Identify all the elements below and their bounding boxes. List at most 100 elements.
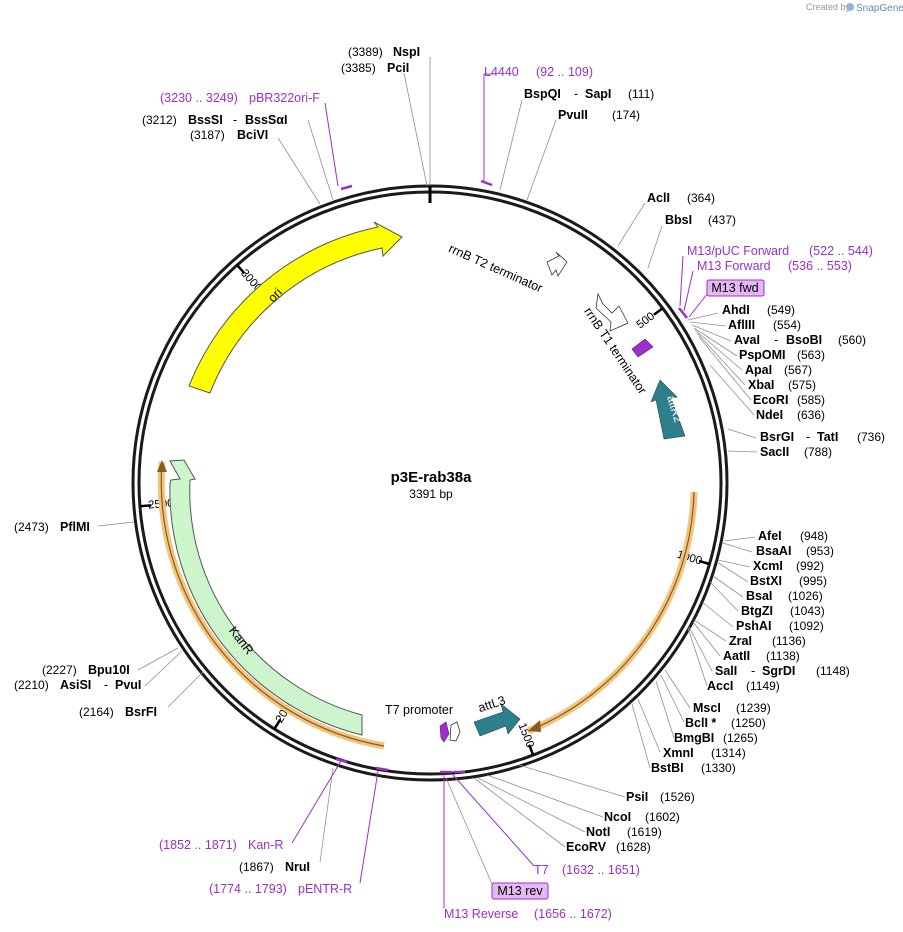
kanr-feature[interactable] xyxy=(169,459,363,736)
enzyme-aatii[interactable]: AatII xyxy=(723,649,750,663)
primer-t7[interactable]: T7 xyxy=(534,863,549,877)
plasmid-length: 3391 bp xyxy=(409,487,453,501)
enzyme-pos: (549) xyxy=(767,303,795,317)
enzyme-ecori[interactable]: EcoRI xyxy=(753,393,788,407)
enzyme-bmgbi[interactable]: BmgBI xyxy=(674,731,714,745)
enzyme-xcmi[interactable]: XcmI xyxy=(753,559,783,573)
enzyme-nrui[interactable]: NruI xyxy=(285,860,310,874)
enzyme-acli[interactable]: AclI xyxy=(647,191,670,205)
enzyme-pos: (1628) xyxy=(616,840,651,854)
primer-m13-puc-forward[interactable]: M13/pUC Forward xyxy=(687,244,789,258)
enzyme-ahdi[interactable]: AhdI xyxy=(722,303,750,317)
primer-m13-rev: M13 rev xyxy=(497,884,543,898)
primer-range: (522 .. 544) xyxy=(809,244,873,258)
primer-pbr322ori-f[interactable]: pBR322ori-F xyxy=(249,91,320,105)
enzyme-pos: (554) xyxy=(773,318,801,332)
enzyme-pos: (1026) xyxy=(788,589,823,603)
t7-promoter-feature[interactable] xyxy=(449,721,461,742)
credit-prefix: Created by xyxy=(806,2,851,12)
scale-tick xyxy=(273,718,282,730)
enzyme-btgzi[interactable]: BtgZI xyxy=(741,604,773,618)
enzyme-pvuii[interactable]: PvuII xyxy=(558,108,588,122)
enzyme-sali[interactable]: SalI xyxy=(715,664,737,678)
scale-tick xyxy=(653,307,664,316)
rrnb-t1-feature[interactable] xyxy=(595,292,629,332)
enzyme-pflmi[interactable]: PflMI xyxy=(60,520,90,534)
primer-range: (536 .. 553) xyxy=(788,259,852,273)
enzyme-bsrgi[interactable]: BsrGI xyxy=(760,430,794,444)
enzyme-xbai[interactable]: XbaI xyxy=(748,378,774,392)
primer-m13-forward[interactable]: M13 Forward xyxy=(697,259,771,273)
enzyme-tati[interactable]: TatI xyxy=(817,430,838,444)
enzyme-separator: - xyxy=(751,664,755,678)
enzyme-bspqi[interactable]: BspQI xyxy=(524,87,561,101)
enzyme-bsssi[interactable]: BssSI xyxy=(188,113,223,127)
enzyme-pos: (575) xyxy=(788,378,816,392)
plasmid-name: p3E-rab38a xyxy=(391,469,473,486)
enzyme-acci[interactable]: AccI xyxy=(707,679,733,693)
scale-tick xyxy=(139,504,151,508)
enzyme-ndei[interactable]: NdeI xyxy=(756,408,783,422)
m13-fwd-site[interactable] xyxy=(631,338,654,358)
enzyme-avai[interactable]: AvaI xyxy=(734,333,760,347)
enzyme-sacii[interactable]: SacII xyxy=(760,445,789,459)
enzyme-afliii[interactable]: AflIII xyxy=(728,318,755,332)
enzyme-bsai[interactable]: BsaI xyxy=(746,589,772,603)
rrnb-t2-feature[interactable] xyxy=(546,251,568,277)
enzyme-bsrfi[interactable]: BsrFI xyxy=(125,705,157,719)
enzyme-pos: (585) xyxy=(797,393,825,407)
enzyme-ecorv[interactable]: EcoRV xyxy=(566,840,607,854)
ori-feature[interactable] xyxy=(188,221,403,394)
enzyme-bcli[interactable]: BclI * xyxy=(685,716,716,730)
enzyme-noti[interactable]: NotI xyxy=(586,825,610,839)
attr2-feature[interactable] xyxy=(650,379,686,440)
enzyme-separator: - xyxy=(574,87,578,101)
enzyme-sapi[interactable]: SapI xyxy=(585,87,611,101)
enzyme-bstxi[interactable]: BstXI xyxy=(750,574,782,588)
enzyme-psii[interactable]: PsiI xyxy=(626,790,648,804)
enzyme-pvui[interactable]: PvuI xyxy=(115,678,141,692)
primer-pentr-r[interactable]: pENTR-R xyxy=(298,882,352,896)
enzyme-pos: (1867) xyxy=(239,860,274,874)
primer-l4440[interactable]: L4440 xyxy=(484,65,519,79)
enzyme-pos: (992) xyxy=(796,559,824,573)
enzyme-pos: (1602) xyxy=(645,810,680,824)
enzyme-xmni[interactable]: XmnI xyxy=(663,746,694,760)
m13-rev-site[interactable] xyxy=(439,721,450,743)
primer-m13-fwd-box[interactable] xyxy=(706,279,765,297)
attl3-feature[interactable] xyxy=(473,703,521,737)
primer-m13-reverse[interactable]: M13 Reverse xyxy=(444,907,518,921)
credit-brand[interactable]: SnapGene xyxy=(856,3,903,14)
enzyme-pos: (736) xyxy=(857,430,885,444)
enzyme-asisi[interactable]: AsiSI xyxy=(60,678,91,692)
enzyme-sgrdi[interactable]: SgrDI xyxy=(762,664,795,678)
enzyme-bpu10i[interactable]: Bpu10I xyxy=(88,663,130,677)
enzyme-separator: - xyxy=(774,333,778,347)
enzyme-ncoi[interactable]: NcoI xyxy=(604,810,631,824)
enzyme-apai[interactable]: ApaI xyxy=(745,363,772,377)
enzyme-bsaai[interactable]: BsaAI xyxy=(756,544,791,558)
enzyme-msci[interactable]: MscI xyxy=(693,701,721,715)
enzyme-pshai[interactable]: PshAI xyxy=(736,619,771,633)
enzyme-pos: (437) xyxy=(708,213,736,227)
enzyme-nspi[interactable]: NspI xyxy=(393,45,420,59)
enzyme-bsssai[interactable]: BssSαI xyxy=(245,113,287,127)
enzyme-pspomi[interactable]: PspOMI xyxy=(739,348,786,362)
enzyme-pos: (1330) xyxy=(701,761,736,775)
enzyme-afei[interactable]: AfeI xyxy=(758,529,782,543)
enzyme-pos: (2210) xyxy=(14,678,49,692)
feature-band-left xyxy=(157,461,385,750)
enzyme-bbsi[interactable]: BbsI xyxy=(665,213,692,227)
enzyme-pos: (2473) xyxy=(14,520,49,534)
enzyme-pos: (563) xyxy=(797,348,825,362)
enzyme-zrai[interactable]: ZraI xyxy=(729,634,752,648)
primer-m13-rev-box[interactable] xyxy=(491,882,549,900)
scale-tick xyxy=(236,264,246,275)
feature-band-right-core xyxy=(527,491,695,732)
enzyme-bcivi[interactable]: BciVI xyxy=(237,128,268,142)
enzyme-bsobi[interactable]: BsoBI xyxy=(786,333,822,347)
primer-kan-r[interactable]: Kan-R xyxy=(248,838,283,852)
enzyme-pcii[interactable]: PciI xyxy=(387,61,409,75)
enzyme-bstbi[interactable]: BstBI xyxy=(651,761,684,775)
